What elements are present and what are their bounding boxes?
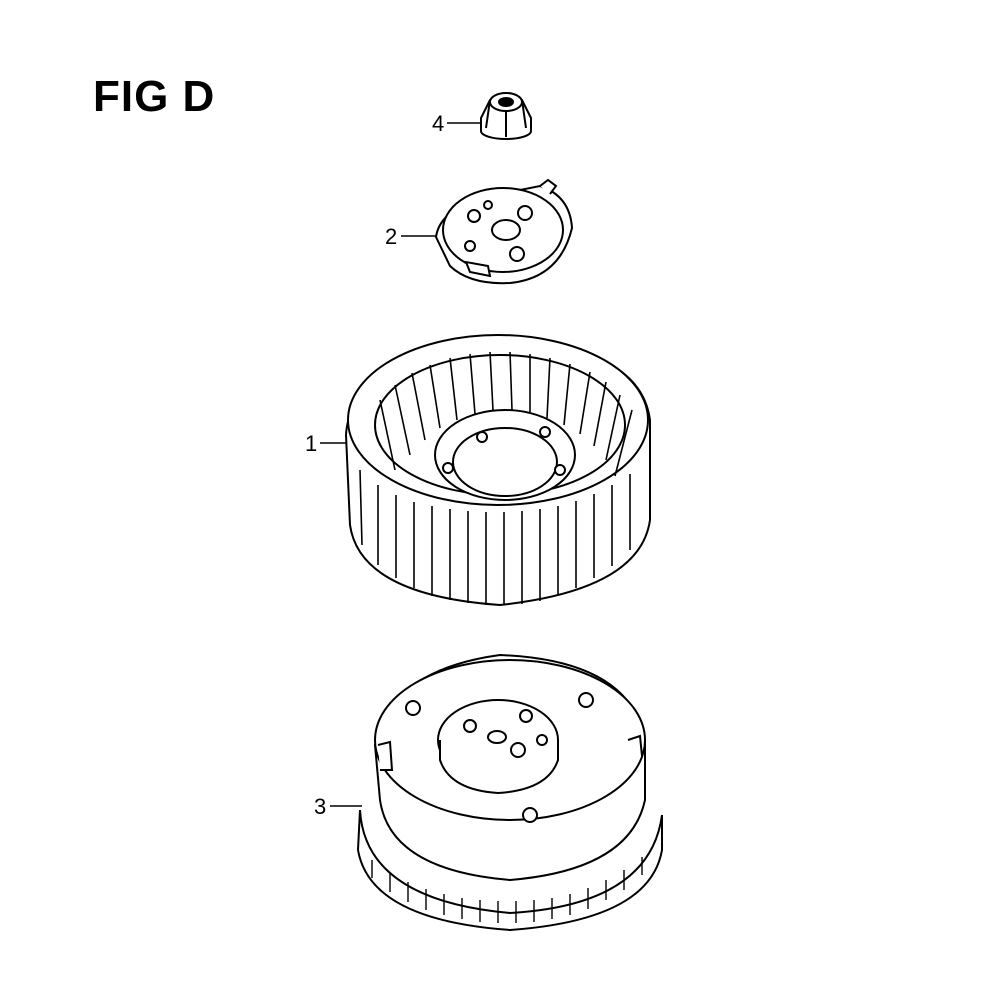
callout-1: 1 (305, 431, 347, 456)
callout-label-4: 4 (432, 111, 444, 136)
callout-label-2: 2 (385, 224, 397, 249)
callout-label-1: 1 (305, 431, 317, 456)
callout-3: 3 (314, 794, 362, 819)
callout-2: 2 (385, 224, 436, 249)
part-2-plate (434, 178, 574, 285)
callout-4: 4 (432, 111, 481, 136)
figure-title: FIG D (93, 72, 216, 121)
part-4-nut (480, 92, 532, 140)
part-3-ring-gear (356, 653, 663, 932)
part-1-flywheel (344, 334, 651, 607)
callout-label-3: 3 (314, 794, 326, 819)
